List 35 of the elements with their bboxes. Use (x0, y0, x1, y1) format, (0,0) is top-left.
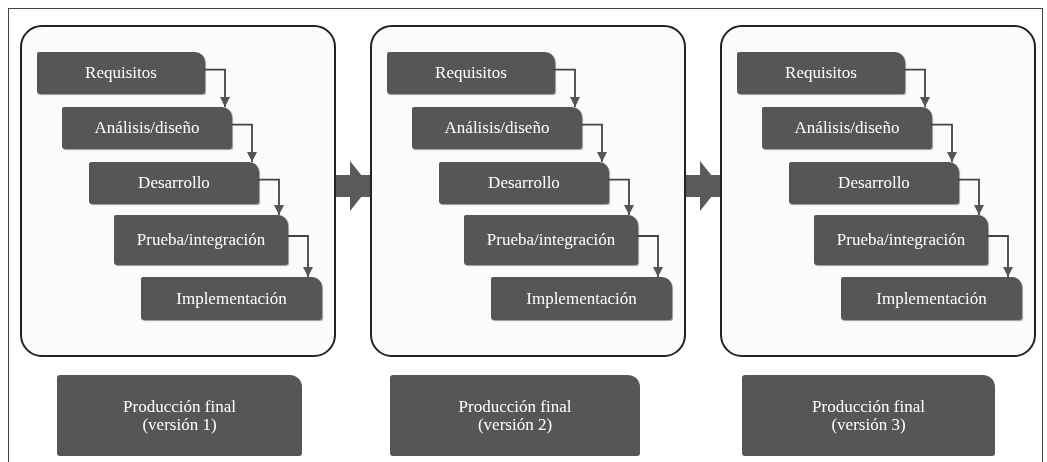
elbow-arrow (903, 68, 930, 108)
rounded-panel (20, 25, 336, 357)
process-box: Prueba/integración (114, 215, 288, 265)
process-box: Requisitos (387, 52, 555, 94)
elbow-arrow (580, 123, 607, 163)
process-box: Prueba/integración (464, 215, 638, 265)
process-box: Implementación (141, 277, 322, 320)
elbow-arrow (986, 235, 1013, 278)
process-box: Desarrollo (439, 162, 609, 204)
rounded-panel (370, 25, 686, 357)
process-box: Producción final (versión 3) (742, 375, 995, 456)
elbow-arrow (957, 178, 984, 216)
process-box: Implementación (841, 277, 1022, 320)
elbow-arrow (203, 68, 230, 108)
process-box: Producción final (versión 1) (57, 375, 302, 456)
process-box: Desarrollo (789, 162, 959, 204)
process-box: Prueba/integración (814, 215, 988, 265)
process-box: Desarrollo (89, 162, 259, 204)
process-box: Análisis/diseño (762, 107, 932, 149)
block-arrow (336, 161, 370, 211)
elbow-arrow (930, 123, 957, 163)
process-box: Producción final (versión 2) (390, 375, 640, 456)
rounded-panel (720, 25, 1036, 357)
elbow-arrow (607, 178, 634, 216)
process-box: Análisis/diseño (412, 107, 582, 149)
process-box: Implementación (491, 277, 672, 320)
process-box: Requisitos (737, 52, 905, 94)
elbow-arrow (257, 178, 284, 216)
elbow-arrow (553, 68, 580, 108)
elbow-arrow (286, 235, 313, 278)
block-arrow (686, 161, 720, 211)
elbow-arrow (636, 235, 663, 278)
elbow-arrow (230, 123, 257, 163)
process-box: Análisis/diseño (62, 107, 232, 149)
process-box: Requisitos (37, 52, 205, 94)
